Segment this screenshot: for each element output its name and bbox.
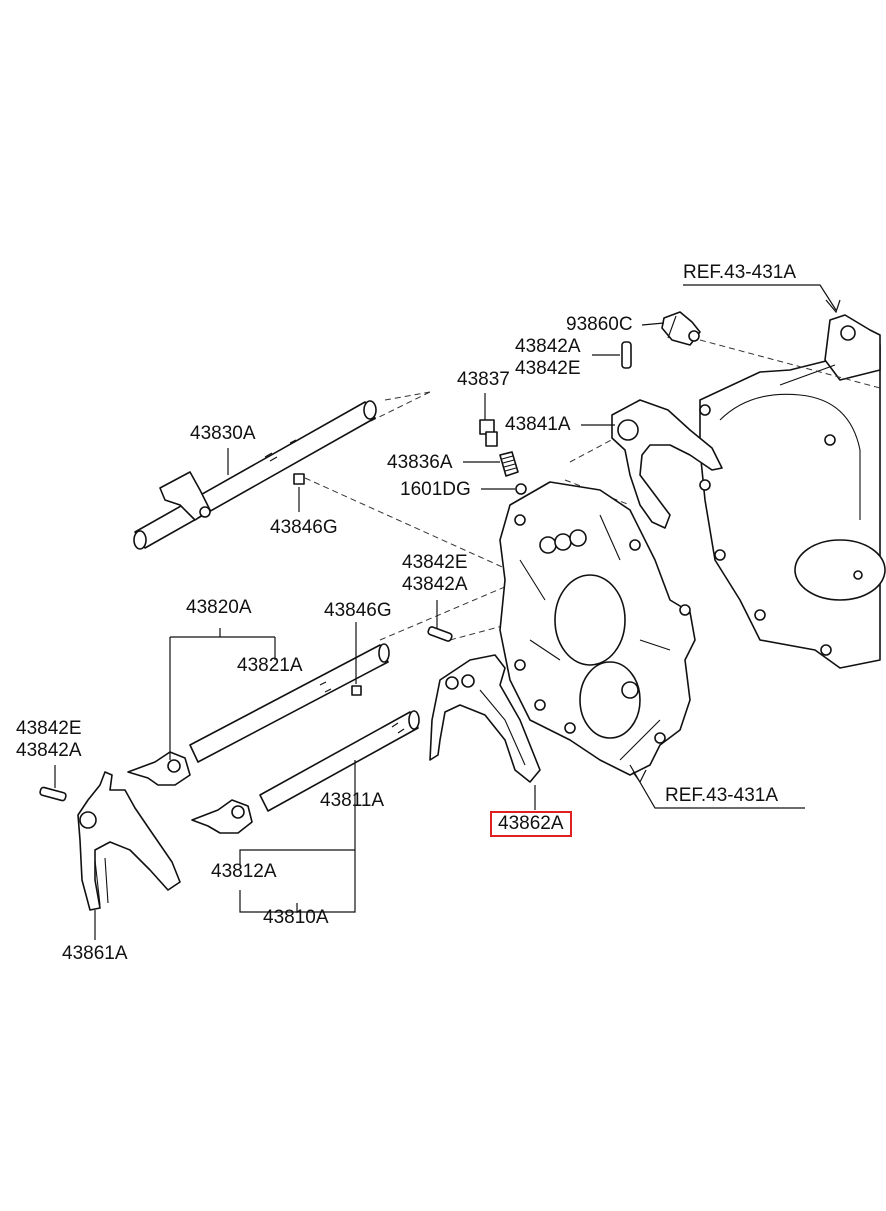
transmission-case-right — [699, 314, 886, 669]
shaft-43830a — [133, 400, 377, 550]
ball-1601dg — [515, 483, 527, 495]
shaft-43821a — [189, 643, 390, 763]
pin-mid — [427, 626, 453, 642]
label-43810a[interactable]: 43810A — [263, 907, 329, 928]
label-93860c[interactable]: 93860C — [566, 314, 633, 335]
bracket-43841a — [611, 399, 723, 529]
label-43842e-mid[interactable]: 43842E — [402, 552, 468, 573]
housing-plate — [499, 481, 696, 776]
pin-top — [621, 341, 632, 369]
label-ref-bottom[interactable]: REF.43-431A — [665, 785, 779, 806]
bolt-43837 — [479, 419, 498, 447]
label-43842e-top[interactable]: 43842E — [515, 358, 581, 379]
shift-fork-43861a — [77, 771, 181, 911]
sensor-93860c — [661, 311, 701, 346]
label-43820a[interactable]: 43820A — [186, 597, 252, 618]
key-43846g-mid — [351, 685, 362, 696]
label-43811a[interactable]: 43811A — [320, 790, 385, 811]
shift-lug-43820a — [127, 751, 191, 786]
pin-left — [39, 786, 67, 802]
label-43842a-left[interactable]: 43842A — [16, 740, 82, 761]
label-43862a-highlighted[interactable]: 43862A — [490, 811, 572, 837]
shift-lug-43812a — [191, 799, 253, 834]
label-43842a-top[interactable]: 43842A — [515, 336, 581, 357]
label-43861a[interactable]: 43861A — [62, 943, 128, 964]
spring-43836a — [499, 451, 519, 477]
label-43812a[interactable]: 43812A — [211, 861, 277, 882]
label-1601dg[interactable]: 1601DG — [400, 479, 471, 500]
label-43846g-mid[interactable]: 43846G — [324, 600, 392, 621]
shaft-43811a — [259, 710, 420, 812]
label-43836a[interactable]: 43836A — [387, 452, 453, 473]
label-43842a-mid[interactable]: 43842A — [402, 574, 468, 595]
label-43837[interactable]: 43837 — [457, 369, 510, 390]
shift-fork-43862a — [429, 654, 541, 783]
label-43830a[interactable]: 43830A — [190, 423, 256, 444]
label-43821a[interactable]: 43821A — [237, 655, 303, 676]
key-43846g-top — [293, 473, 305, 485]
label-ref-top[interactable]: REF.43-431A — [683, 262, 797, 283]
label-43841a[interactable]: 43841A — [505, 414, 571, 435]
label-43842e-left[interactable]: 43842E — [16, 718, 82, 739]
label-43846g-top[interactable]: 43846G — [270, 517, 338, 538]
